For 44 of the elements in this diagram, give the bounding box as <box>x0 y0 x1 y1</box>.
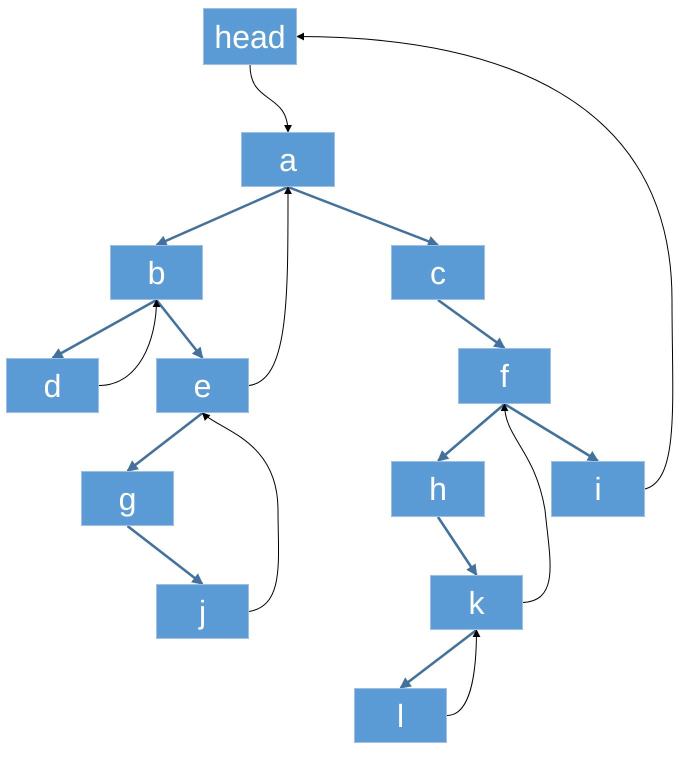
tree-arrow <box>156 299 204 359</box>
node-label: h <box>429 473 447 505</box>
node-label: d <box>44 370 62 402</box>
tree-node-box <box>203 8 297 65</box>
thread-arrow <box>98 299 160 386</box>
thread-arrow <box>202 412 280 612</box>
node-label: head <box>214 20 286 52</box>
thread-arrow <box>296 32 674 490</box>
tree-node-box <box>110 245 203 300</box>
tree-node-box <box>156 358 249 413</box>
tree-arrow <box>155 186 288 246</box>
node-label: a <box>279 144 297 176</box>
tree-node-box <box>458 348 551 404</box>
tree-arrow <box>437 403 506 462</box>
thread-arrow <box>446 629 480 716</box>
tree-node-box <box>241 132 335 187</box>
tree-node-box <box>354 688 447 743</box>
node-label: b <box>148 256 166 288</box>
node-label: g <box>118 482 136 514</box>
tree-node-box <box>391 461 485 517</box>
tree-arrow <box>52 298 158 360</box>
node-label: j <box>198 596 206 628</box>
thread-arrow <box>501 403 551 603</box>
tree-node-box <box>551 461 645 517</box>
thread-arrow <box>248 186 292 386</box>
tree-node-box <box>391 245 485 300</box>
node-label: c <box>430 256 446 288</box>
node-label: f <box>500 360 509 392</box>
tree-node-box <box>430 575 523 630</box>
tree-arrow <box>504 402 599 462</box>
node-label: l <box>396 700 404 732</box>
tree-node-box <box>6 358 99 413</box>
node-label: e <box>194 370 212 402</box>
tree-arrow <box>126 525 204 585</box>
tree-arrow <box>436 516 478 576</box>
tree-arrow <box>126 412 204 472</box>
tree-arrow <box>400 629 478 689</box>
node-label: k <box>468 586 484 618</box>
thread-arrow <box>250 64 292 133</box>
tree-node-box <box>156 584 249 639</box>
tree-node-box <box>81 471 174 526</box>
tree-arrow <box>288 186 440 247</box>
tree-arrow <box>437 298 506 350</box>
node-label: i <box>594 473 602 505</box>
